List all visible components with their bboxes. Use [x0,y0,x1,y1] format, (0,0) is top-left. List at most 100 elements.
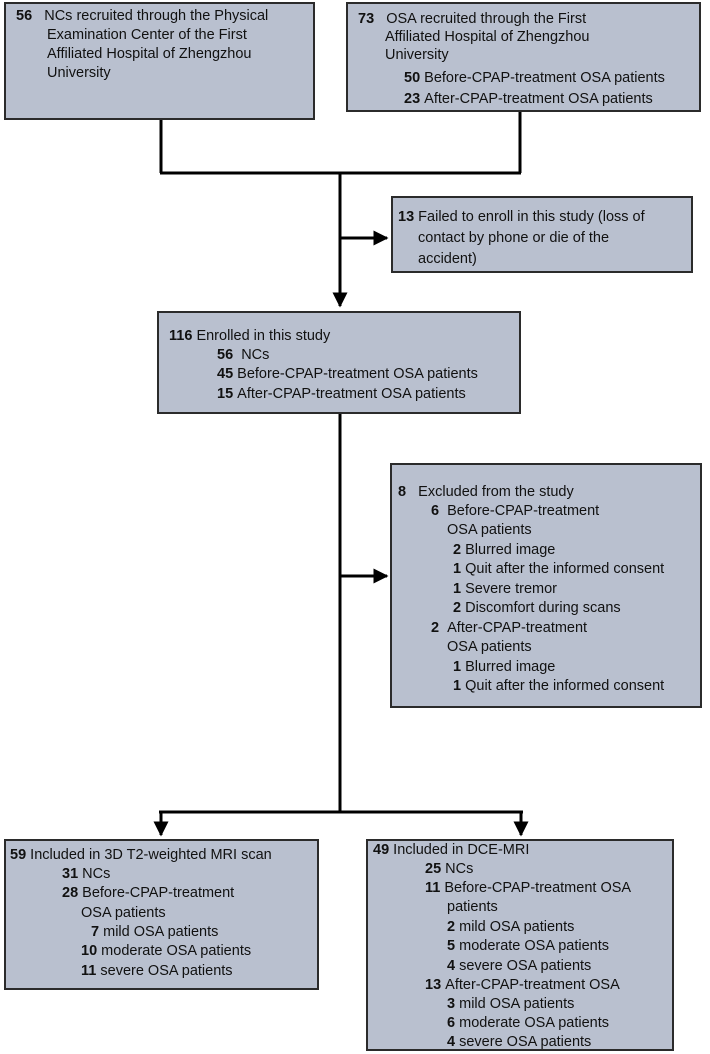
line-count: 23 [404,91,421,107]
box-line: Affiliated Hospital of Zhengzhou [385,28,589,47]
line-text: After-CPAP-treatment OSA [445,977,620,993]
dce-mri-box: 49 Included in DCE-MRI 25 NCs 11 Before-… [366,839,674,1051]
box-line: 10 moderate OSA patients [81,942,251,961]
box-line: 50 Before-CPAP-treatment OSA patients [404,69,665,88]
line-count: 13 [398,209,415,225]
t2-mri-box: 59 Included in 3D T2-weighted MRI scan 3… [4,839,319,990]
line-count: 15 [217,386,234,402]
box-line: 31 NCs [62,865,110,884]
line-text: severe OSA patients [459,958,592,974]
box-line: 3 mild OSA patients [447,995,574,1014]
box-line: 13 After-CPAP-treatment OSA [425,976,620,995]
box-line: patients [447,898,498,917]
line-count: 2 [453,600,462,616]
box-line: 73 OSA recruited through the First [358,10,586,29]
box-line: OSA patients [81,904,166,923]
line-count: 1 [453,659,462,675]
line-text: Included in DCE-MRI [393,842,530,858]
line-text: Affiliated Hospital of Zhengzhou [47,46,252,62]
line-text: Blurred image [465,542,556,558]
line-count: 45 [217,366,234,382]
line-text: NCs [241,347,270,363]
box-line: 2 After-CPAP-treatment [431,619,587,638]
line-text: Quit after the informed consent [465,678,665,694]
line-count: 116 [169,328,193,344]
line-count: 7 [91,924,100,940]
line-count: 6 [431,503,440,519]
box-line: 28 Before-CPAP-treatment [62,884,234,903]
line-text: Severe tremor [465,581,557,597]
box-line: 1 Quit after the informed consent [453,560,664,579]
line-text: After-CPAP-treatment [447,620,588,636]
line-text: moderate OSA patients [459,938,610,954]
box-line: Affiliated Hospital of Zhengzhou [47,45,251,64]
line-text: Quit after the informed consent [465,561,665,577]
line-count: 5 [447,938,456,954]
box-line: OSA patients [447,638,532,657]
box-line: University [47,64,111,83]
line-count: 59 [10,847,27,863]
box-line: 45 Before-CPAP-treatment OSA patients [217,365,478,384]
line-count: 1 [453,561,462,577]
box-line: 4 severe OSA patients [447,1033,591,1052]
box-line: 2 mild OSA patients [447,918,574,937]
line-text: Examination Center of the First [47,27,247,43]
line-count: 73 [358,11,375,27]
line-count: 11 [81,963,97,979]
line-count: 49 [373,842,390,858]
box-line: OSA patients [447,521,532,540]
box-line: 56 NCs [217,346,269,365]
line-text: After-CPAP-treatment OSA patients [237,386,466,402]
box-line: 13 Failed to enroll in this study (loss … [398,208,645,227]
line-count: 28 [62,885,79,901]
line-text: Before-CPAP-treatment OSA patients [237,366,478,382]
line-text: accident) [418,251,477,267]
line-text: severe OSA patients [459,1034,592,1050]
line-count: 4 [447,958,456,974]
box-line: Examination Center of the First [47,26,247,45]
line-text: After-CPAP-treatment OSA patients [424,91,653,107]
line-text: Before-CPAP-treatment [447,503,600,519]
line-count: 11 [425,880,441,896]
line-text: Enrolled in this study [196,328,331,344]
box-line: 5 moderate OSA patients [447,937,609,956]
box-line: 4 severe OSA patients [447,957,591,976]
line-text: OSA recruited through the First [386,11,587,27]
line-count: 56 [16,8,33,24]
box-line: 7 mild OSA patients [91,923,218,942]
line-count: 3 [447,996,456,1012]
line-count: 13 [425,977,442,993]
line-count: 2 [453,542,462,558]
box-line: 1 Quit after the informed consent [453,677,664,696]
line-text: moderate OSA patients [459,1015,610,1031]
box-line: accident) [418,250,477,269]
box-line: 49 Included in DCE-MRI [373,841,529,860]
line-text: OSA patients [447,522,532,538]
line-count: 2 [431,620,440,636]
line-text: OSA patients [81,905,166,921]
nc-recruit-box: 56 NCs recruited through the Physical Ex… [4,2,315,120]
line-count: 2 [447,919,456,935]
line-text: Included in 3D T2-weighted MRI scan [30,847,272,863]
line-text: moderate OSA patients [101,943,252,959]
osa-recruit-box: 73 OSA recruited through the First Affil… [346,2,701,112]
enrolled-box: 116 Enrolled in this study 56 NCs 45 Bef… [157,311,521,414]
box-line: 6 Before-CPAP-treatment [431,502,599,521]
line-text: Before-CPAP-treatment OSA [444,880,632,896]
box-line: 15 After-CPAP-treatment OSA patients [217,385,466,404]
box-line: 56 NCs recruited through the Physical [16,7,268,26]
line-text: Discomfort during scans [465,600,621,616]
line-text: Before-CPAP-treatment OSA patients [424,70,665,86]
line-text: mild OSA patients [459,996,575,1012]
line-text: NCs recruited through the Physical [44,8,269,24]
line-text: University [47,65,111,81]
box-line: 1 Blurred image [453,658,555,677]
box-line: 1 Severe tremor [453,580,557,599]
line-text: Failed to enroll in this study (loss of [418,209,645,225]
line-count: 1 [453,581,462,597]
line-text: mild OSA patients [103,924,219,940]
line-text: NCs [82,866,111,882]
line-count: 8 [398,484,407,500]
line-count: 31 [62,866,79,882]
